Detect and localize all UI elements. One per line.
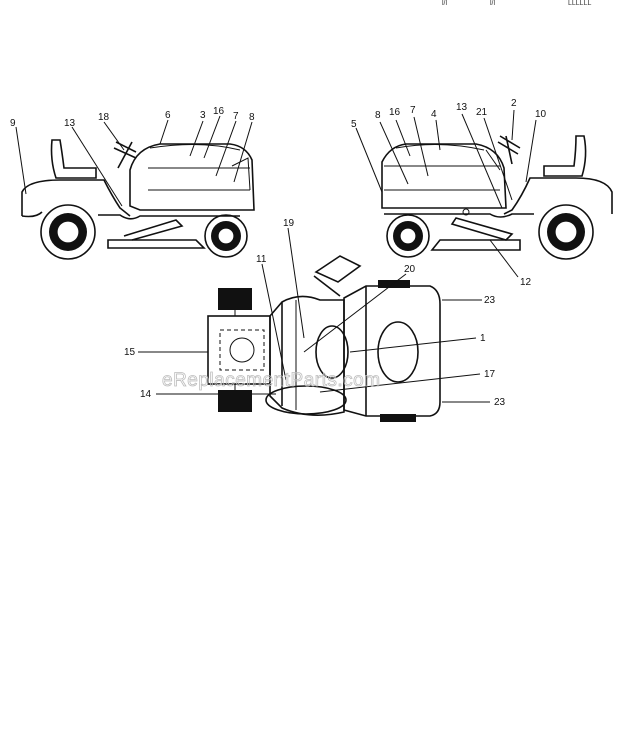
seat-center (229, 337, 255, 363)
callout-10: 10 (535, 109, 547, 120)
front-hub (217, 227, 235, 245)
steering-column (117, 141, 133, 169)
header-fragment-2: l/l (490, 0, 496, 7)
callout-21: 21 (476, 107, 488, 118)
top-labels: 19 20 11 23 1 15 17 14 23 (124, 218, 506, 408)
left-leader-lines (15, 115, 253, 207)
hood (129, 143, 255, 211)
callout-23-bottom: 23 (494, 397, 506, 408)
right-leader-lines (355, 109, 537, 278)
top-leader-lines (138, 227, 490, 403)
mower-deck (430, 239, 521, 251)
callout-2: 2 (511, 98, 517, 109)
lever-knob (462, 208, 470, 216)
callout-20: 20 (404, 264, 416, 275)
grille-edge (231, 157, 251, 191)
callout-13: 13 (456, 102, 468, 113)
right-tractor-illustration (381, 135, 613, 260)
front-tire-top (378, 280, 410, 288)
callout-14: 14 (140, 389, 152, 400)
callout-7: 7 (410, 105, 416, 116)
callout-15: 15 (124, 347, 136, 358)
callout-16: 16 (213, 106, 225, 117)
header-fragment-3: LLLLLL (568, 0, 591, 7)
callout-7: 7 (233, 111, 239, 122)
seat-outline (219, 329, 265, 371)
callout-3: 3 (200, 110, 206, 121)
frame (98, 214, 240, 220)
header-fragment-1: l/l (442, 0, 448, 7)
hood (381, 143, 507, 209)
callout-11: 11 (256, 254, 267, 265)
left-rear-tire-bottom (218, 390, 252, 412)
callout-9: 9 (10, 118, 16, 129)
callout-16: 16 (389, 107, 401, 118)
steering-wheel (497, 135, 521, 155)
hood-top (343, 285, 441, 417)
callout-23-top: 23 (484, 295, 496, 306)
rear-hub (554, 220, 578, 244)
seat (543, 135, 587, 177)
steering-link (313, 275, 341, 297)
rear-wheel-outer (40, 204, 96, 260)
watermark-text: eReplacementParts.com (162, 370, 381, 391)
callout-13: 13 (64, 118, 76, 129)
callout-8: 8 (249, 112, 255, 123)
left-oval (315, 325, 349, 379)
rear-fender (21, 179, 131, 217)
footrest (450, 217, 514, 241)
seat (50, 139, 97, 179)
fender-lower (21, 211, 43, 218)
front-lower-arc (265, 385, 347, 415)
callout-4: 4 (431, 109, 437, 120)
footrest (123, 219, 184, 241)
left-labels: 9 13 18 6 3 16 7 8 (10, 106, 255, 129)
center-section (269, 295, 345, 416)
front-wheel-outer (204, 214, 248, 258)
hood-top-line (149, 143, 241, 151)
left-tractor-illustration (21, 139, 255, 260)
rear-fender (503, 177, 613, 215)
callout-17: 17 (484, 369, 496, 380)
top-view-illustration (207, 255, 441, 422)
rear-hub (56, 220, 80, 244)
right-labels: 5 8 16 7 4 13 21 2 10 12 (351, 98, 547, 288)
right-oval (377, 321, 419, 383)
frame (384, 213, 534, 218)
callout-12: 12 (520, 277, 532, 288)
front-tire-bottom (380, 414, 416, 422)
callout-18: 18 (98, 112, 110, 123)
mower-deck (107, 239, 206, 249)
callout-19: 19 (283, 218, 295, 229)
callout-5: 5 (351, 119, 357, 130)
front-wheel-outer (386, 214, 430, 258)
callout-6: 6 (165, 110, 171, 121)
front-hub (399, 227, 417, 245)
steering-top (314, 255, 362, 283)
left-rear-tire-top (218, 288, 252, 310)
rear-wheel-outer (538, 204, 594, 260)
callout-1: 1 (480, 333, 486, 344)
callout-8: 8 (375, 110, 381, 121)
hood-top-line (395, 143, 485, 151)
dash-edge (485, 149, 501, 171)
